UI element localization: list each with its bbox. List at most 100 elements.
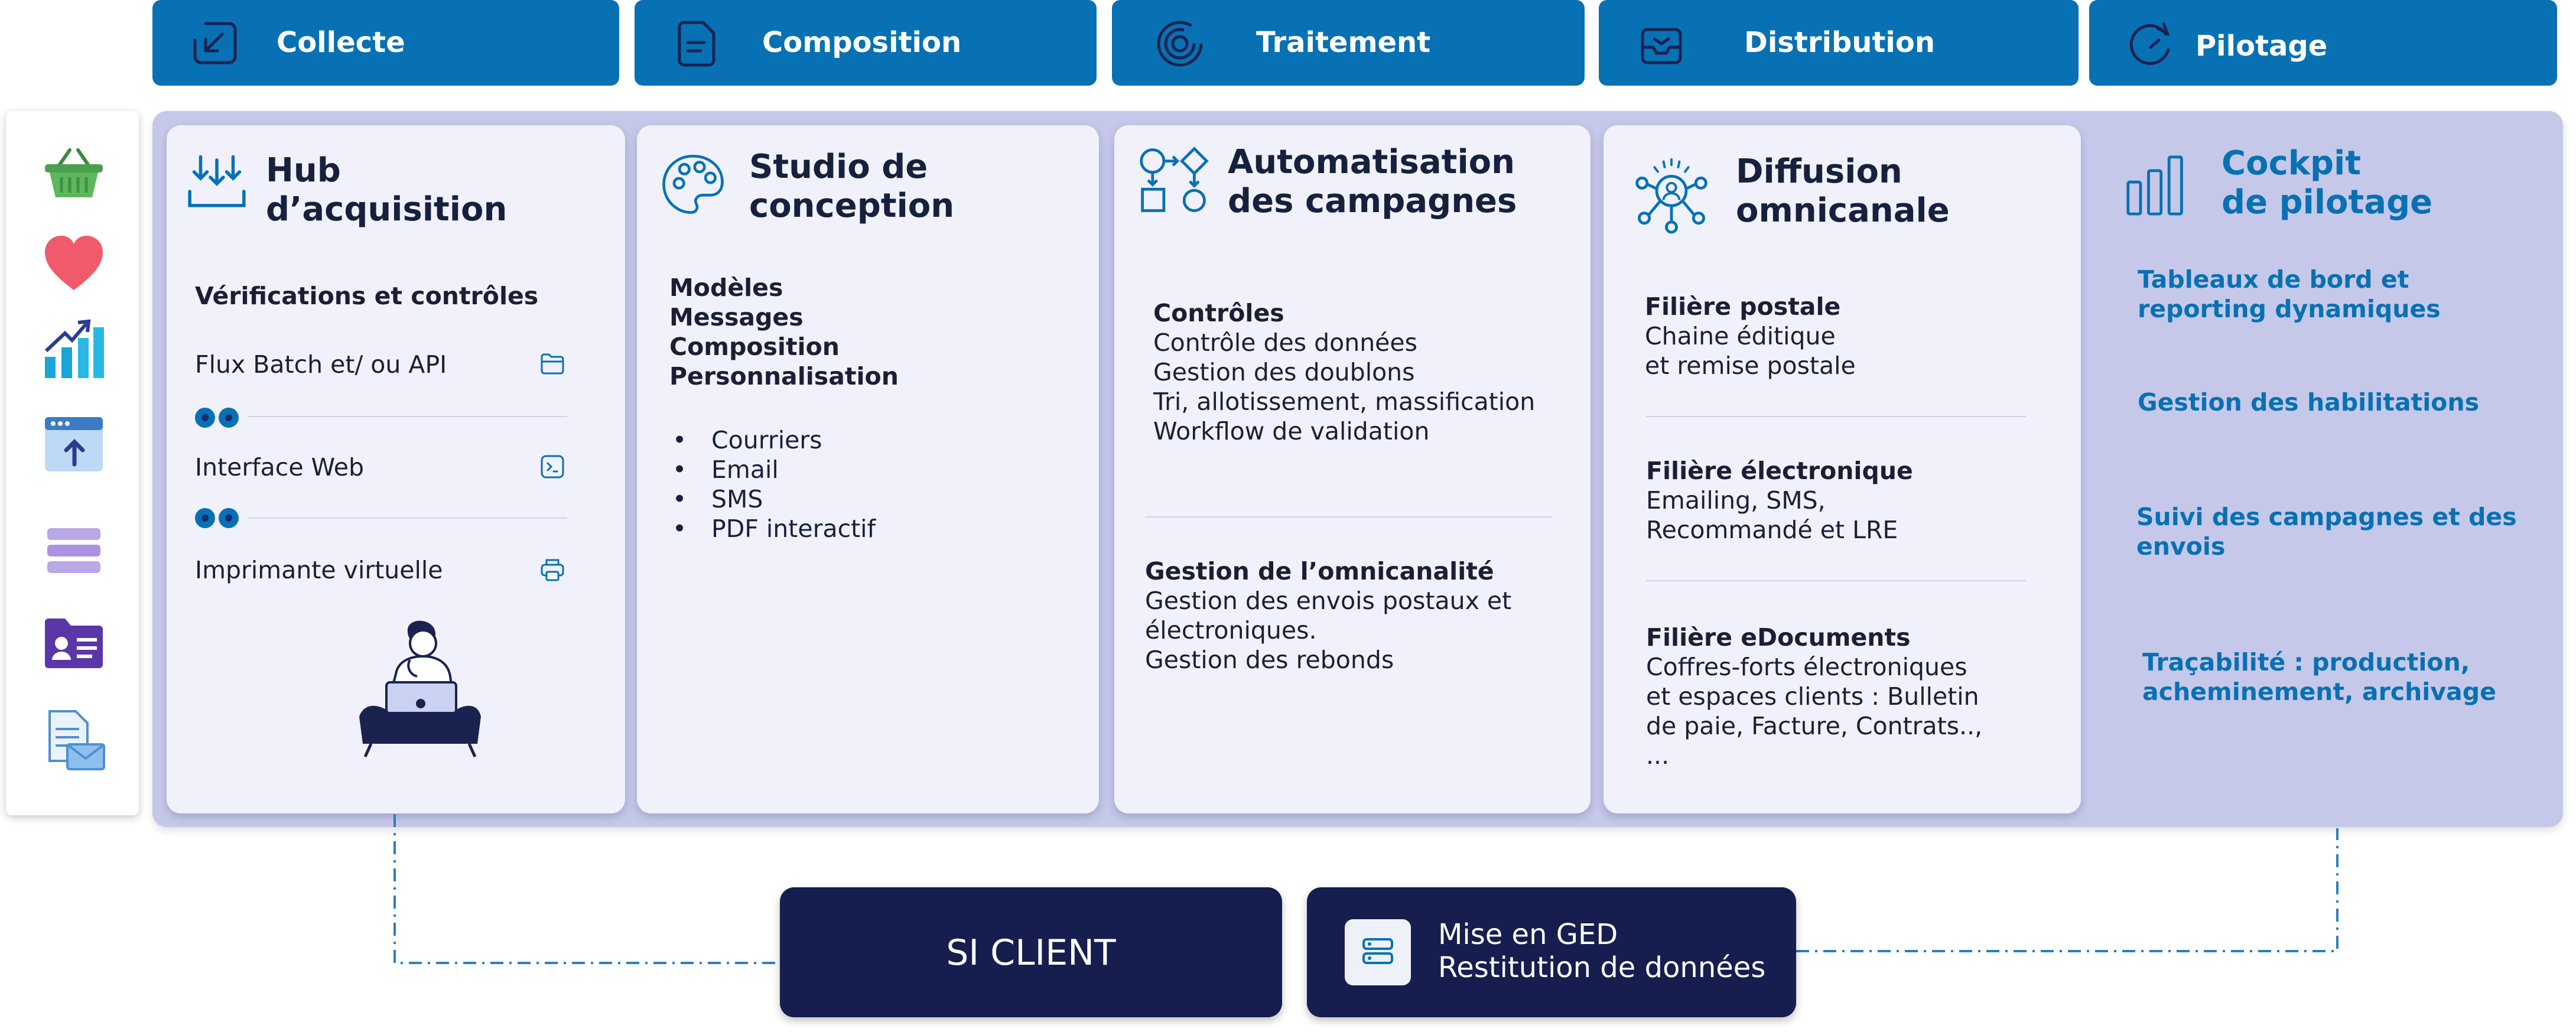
ged-box: Mise en GED Restitution de données (1307, 887, 1796, 1017)
bullet-item: •SMS (672, 485, 763, 513)
omnicanalite-section: Gestion de l’omnicanalité Gestion des en… (1145, 556, 1511, 675)
card-diffusion (1604, 125, 2081, 813)
section-line: Gestion des envois postaux et (1145, 587, 1512, 615)
download-arrows-icon (188, 155, 246, 207)
document-mail-icon[interactable] (41, 708, 106, 773)
stack-icon[interactable] (41, 519, 106, 584)
card-title: Automatisation des campagnes (1228, 143, 1517, 221)
stage-collecte: Collecte (152, 0, 619, 86)
ged-text: Mise en GED Restitution de données (1438, 918, 1765, 984)
folder-icon (541, 353, 564, 375)
inbox-send-icon (1641, 28, 1682, 64)
title-line: Diffusion (1736, 152, 1902, 191)
bullet-text: SMS (711, 485, 763, 513)
stage-label: Composition (762, 26, 962, 59)
cockpit-item: Tableaux de bord et reporting dynamiques (2138, 265, 2441, 324)
title-line: Hub (266, 151, 341, 190)
section-heading: Filière eDocuments (1646, 623, 1911, 652)
refresh-gauge-icon (2129, 22, 2170, 65)
bullet-item: •Email (672, 455, 779, 484)
palette-icon (662, 155, 724, 214)
connector-dots (195, 508, 242, 528)
item-line: Traçabilité : production, (2142, 648, 2470, 676)
divider (1646, 416, 2025, 417)
section-line: Tri, allotissement, massification (1153, 388, 1536, 416)
item-line: envois (2136, 532, 2226, 561)
bullet-text: Email (711, 455, 779, 484)
studio-bold-list: Modèles Messages Composition Personnalis… (669, 273, 899, 391)
title-line: conception (749, 187, 955, 226)
ged-line: Mise en GED (1438, 918, 1618, 951)
workflow-icon (1140, 147, 1209, 212)
left-icon-rail (6, 111, 139, 815)
growth-chart-icon[interactable] (41, 318, 106, 383)
input-channel-label: Imprimante virtuelle (195, 556, 443, 584)
web-upload-icon[interactable] (41, 412, 106, 477)
section-line: de paie, Facture, Contrats.., (1646, 712, 1983, 740)
section-line: électroniques. (1145, 616, 1317, 645)
cockpit-item: Suivi des campagnes et des envois (2136, 502, 2517, 562)
item-line: reporting dynamiques (2138, 295, 2441, 324)
si-client-box: SI CLIENT (780, 887, 1282, 1017)
section-line: et remise postale (1645, 351, 1856, 380)
title-line: des campagnes (1228, 182, 1517, 221)
item-line: acheminement, archivage (2142, 678, 2496, 707)
electronic-channel: Filière électronique Emailing, SMS, Reco… (1646, 456, 1913, 545)
title-line: Cockpit (2222, 144, 2362, 183)
heart-icon[interactable] (41, 232, 106, 297)
section-line: Coffres-forts électroniques (1646, 653, 1967, 681)
stage-label: Traitement (1256, 26, 1431, 59)
bold-line: Modèles (669, 274, 783, 302)
item-line: Suivi des campagnes et des (2136, 503, 2517, 531)
card-title: Studio de conception (749, 148, 954, 226)
item-line: Tableaux de bord et (2138, 265, 2409, 294)
bullet-item: •PDF interactif (672, 515, 876, 543)
section-heading: Gestion de l’omnicanalité (1145, 557, 1494, 585)
stage-label: Distribution (1744, 26, 1936, 59)
bullet-list: •Courriers •Email •SMS •PDF interactif (672, 425, 876, 543)
postal-channel: Filière postale Chaine éditique et remis… (1645, 292, 1856, 380)
document-icon (678, 21, 715, 67)
divider (1646, 580, 2025, 581)
si-client-label: SI CLIENT (946, 932, 1116, 974)
title-line: omnicanale (1736, 191, 1950, 230)
stage-distribution: Distribution (1599, 0, 2079, 86)
bold-line: Composition (669, 333, 840, 361)
section-line: Contrôle des données (1153, 328, 1417, 357)
cockpit-item: Traçabilité : production, acheminement, … (2142, 647, 2496, 707)
section-heading: Contrôles (1153, 299, 1284, 327)
section-heading: Vérifications et contrôles (195, 282, 539, 310)
controls-section: Contrôles Contrôle des données Gestion d… (1153, 298, 1535, 446)
section-line: Chaine éditique (1645, 322, 1836, 350)
title-line: Automatisation (1228, 143, 1515, 181)
stage-composition: Composition (635, 0, 1097, 86)
bold-line: Personnalisation (669, 362, 899, 390)
card-studio-conception (637, 125, 1099, 813)
item-line: Gestion des habilitations (2138, 388, 2480, 416)
stage-label: Collecte (277, 26, 405, 59)
bullet-text: PDF interactif (711, 515, 876, 543)
section-line: et espaces clients : Bulletin (1646, 682, 1979, 711)
divider (248, 518, 567, 519)
printer-icon (541, 559, 564, 581)
card-title: Cockpit de pilotage (2222, 144, 2432, 222)
card-title: Diffusion omnicanale (1736, 152, 1950, 230)
arrow-in-icon (193, 22, 237, 64)
input-channel-label: Interface Web (195, 453, 364, 481)
input-channel-label: Flux Batch et/ ou API (195, 350, 447, 379)
terminal-icon (541, 455, 564, 479)
section-line: Emailing, SMS, (1646, 486, 1826, 515)
person-laptop-illustration (359, 620, 481, 758)
cockpit-item: Gestion des habilitations (2138, 388, 2479, 417)
basket-icon[interactable] (41, 141, 106, 206)
section-heading: Filière postale (1645, 292, 1841, 321)
ged-line: Restitution de données (1438, 951, 1766, 984)
edocuments-channel: Filière eDocuments Coffres-forts électro… (1646, 623, 1982, 770)
divider (248, 416, 567, 417)
stage-label: Pilotage (2196, 30, 2328, 63)
id-folder-icon[interactable] (41, 610, 106, 675)
section-line: Gestion des rebonds (1145, 646, 1394, 674)
section-line: Workflow de validation (1153, 417, 1430, 445)
server-icon (1345, 919, 1411, 985)
bullet-text: Courriers (711, 426, 822, 454)
